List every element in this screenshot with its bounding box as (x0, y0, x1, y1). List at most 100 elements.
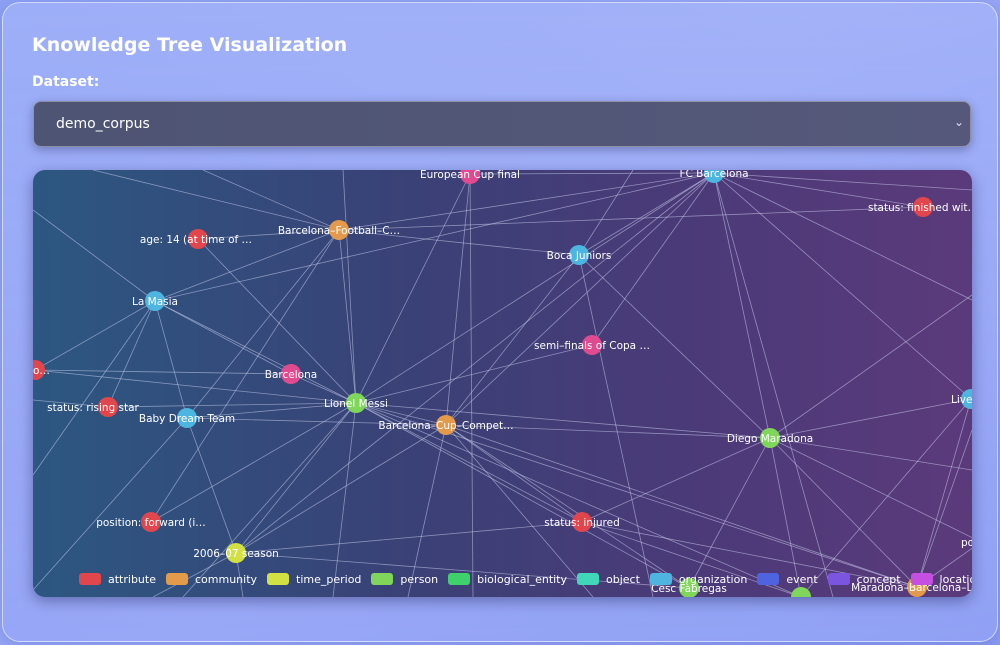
graph-node-circle[interactable] (791, 587, 811, 597)
graph-node-circle[interactable] (913, 197, 933, 217)
graph-node-circle[interactable] (679, 578, 699, 597)
knowledge-graph-canvas[interactable]: European Cup final FC Barcelona status: fi… (33, 170, 972, 597)
graph-node-label: Live (951, 394, 972, 406)
graph-edge (186, 417, 237, 554)
graph-svg[interactable]: European Cup final FC Barcelona status: fi… (33, 170, 972, 597)
graph-node-label: Baby Dream Team (139, 413, 235, 425)
legend-item-attribute[interactable]: attribute (79, 573, 156, 586)
graph-node-circle[interactable] (329, 220, 349, 240)
graph-node-label: age: 14 (at time of … (140, 234, 252, 246)
graph-edge (713, 172, 834, 597)
graph-node-label: Maradona–Barcelona–L… (851, 582, 972, 594)
graph-node-semi-finals-copa[interactable]: semi–finals of Copa … (534, 335, 650, 355)
dataset-select[interactable]: demo_corpus ⌄ (33, 101, 971, 147)
graph-node-european-cup-final[interactable]: European Cup final (420, 170, 520, 184)
graph-node-diego-maradona[interactable]: Diego Maradona (727, 428, 813, 448)
graph-node-circle[interactable] (346, 393, 366, 413)
graph-node-position-forward[interactable]: position: forward (i… (96, 512, 206, 532)
legend-item-time-period[interactable]: time_period (267, 573, 361, 586)
legend-label: concept (856, 572, 901, 586)
graph-edge (154, 300, 188, 419)
graph-node-status-rising-star[interactable]: status: rising star (47, 397, 140, 417)
graph-node-status-injured[interactable]: status: injured (544, 512, 620, 532)
legend-item-object[interactable]: object (577, 573, 640, 586)
legend-swatch (448, 573, 471, 585)
graph-edge (769, 437, 972, 471)
graph-node-label: status: injured (544, 517, 620, 529)
graph-node-status-finished[interactable]: status: finished wit… (868, 197, 972, 217)
graph-edge (769, 437, 918, 588)
legend-label: time_period (296, 572, 362, 586)
graph-node-circle[interactable] (145, 291, 165, 311)
legend-item-event[interactable]: event (757, 573, 818, 586)
graph-node-circle[interactable] (436, 415, 456, 435)
graph-node-circle[interactable] (760, 428, 780, 448)
graph-edge (33, 399, 109, 408)
graph-node-circle[interactable] (188, 229, 208, 249)
graph-node-label: position: forward (i… (96, 517, 206, 529)
graph-node-label: o… (33, 365, 50, 377)
legend-item-biological-entity[interactable]: biological_entity (448, 573, 567, 586)
graph-edge (713, 172, 972, 191)
graph-node-circle[interactable] (971, 532, 972, 552)
graph-node-label: La Masia (132, 296, 178, 308)
graph-edge (235, 402, 357, 554)
graph-node-circle[interactable] (460, 170, 480, 184)
graph-node-cesc-fabregas[interactable]: Cesc Fàbregas (651, 578, 727, 597)
graph-node-boca-juniors[interactable]: Boca Juniors (547, 245, 612, 265)
legend-item-organization[interactable]: organization (649, 573, 747, 586)
legend-item-location[interactable]: location (910, 573, 972, 586)
graph-node-live[interactable]: Live (951, 389, 972, 409)
graph-edge (34, 300, 156, 371)
graph-edge (581, 437, 771, 523)
graph-node-barcelona-cup-compet[interactable]: Barcelona–Cup–Compet… (378, 415, 514, 435)
graph-node-fc-barcelona[interactable]: FC Barcelona (679, 170, 749, 183)
graph-node-circle[interactable] (961, 389, 972, 409)
graph-node-circle[interactable] (572, 512, 592, 532)
graph-node-circle[interactable] (226, 543, 246, 563)
graph-edge (713, 172, 972, 400)
graph-edge (769, 437, 802, 597)
graph-node-age-14[interactable]: age: 14 (at time of … (140, 229, 252, 249)
graph-edge (445, 424, 583, 523)
graph-edge (92, 170, 340, 231)
graph-node-barcelona-football-c[interactable]: Barcelona–Football–C… (278, 220, 400, 240)
graph-edge (33, 209, 156, 302)
graph-node-circle[interactable] (33, 360, 45, 380)
graph-edge (338, 172, 715, 231)
legend-item-community[interactable]: community (165, 573, 257, 586)
graph-edge (202, 170, 340, 231)
graph-node-circle[interactable] (177, 408, 197, 428)
graph-node-label: Diego Maradona (727, 433, 813, 445)
graph-node-posi[interactable]: posi… (961, 532, 972, 552)
legend-swatch (757, 573, 780, 585)
graph-edge (713, 172, 924, 208)
graph-edge (338, 229, 357, 404)
graph-node-baby-dream-team[interactable]: Baby Dream Team (139, 408, 235, 428)
legend-item-person[interactable]: person (371, 573, 438, 586)
graph-node-partial-person[interactable] (791, 587, 811, 597)
graph-node-circle[interactable] (281, 364, 301, 384)
graph-edge (107, 300, 156, 408)
legend-swatch (649, 573, 672, 585)
graph-node-label: Cesc Fàbregas (651, 583, 727, 595)
graph-edge (469, 173, 474, 597)
graph-node-la-masia[interactable]: La Masia (132, 291, 178, 311)
graph-node-season-2006-07[interactable]: 2006–07 season (193, 543, 279, 563)
graph-node-edge-o[interactable]: o… (33, 360, 50, 380)
legend-label: person (400, 572, 439, 586)
graph-edge (355, 402, 802, 597)
graph-node-circle[interactable] (704, 170, 724, 183)
legend-item-concept[interactable]: concept (827, 572, 901, 586)
graph-node-circle[interactable] (582, 335, 602, 355)
graph-node-circle[interactable] (98, 397, 118, 417)
legend-swatch (267, 573, 290, 585)
graph-node-circle[interactable] (569, 245, 589, 265)
graph-node-lionel-messi[interactable]: Lionel Messi (324, 393, 388, 413)
graph-edge (34, 369, 357, 404)
graph-node-barcelona[interactable]: Barcelona (265, 364, 317, 384)
graph-node-circle[interactable] (141, 512, 161, 532)
graph-edge (355, 402, 690, 589)
graph-edge (154, 172, 715, 302)
